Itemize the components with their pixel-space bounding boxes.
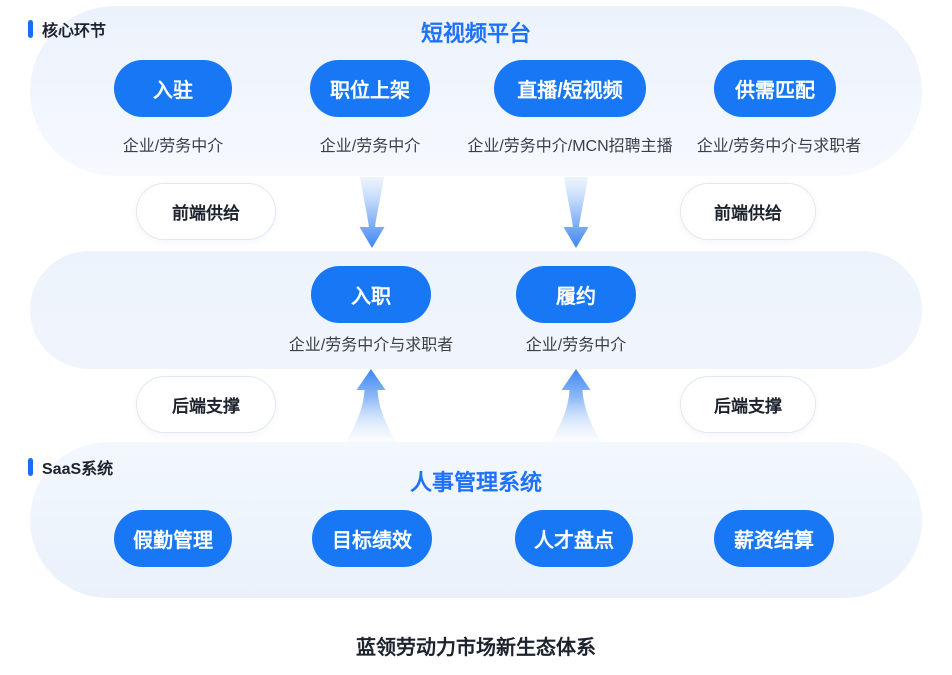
- pill-backend-support-right: 后端支撑: [680, 376, 816, 433]
- section-title-short-video-platform: 短视频平台: [420, 21, 531, 46]
- pill-frontend-supply-right: 前端供给: [680, 183, 816, 240]
- tag-bar-icon: [28, 20, 33, 38]
- pill-payroll-settlement: 薪资结算: [714, 510, 834, 567]
- down-arrow-icon: [563, 177, 589, 248]
- section-tag-saas-label: SaaS系统: [42, 461, 114, 478]
- up-arrow-icon: [550, 369, 602, 443]
- section-tag-core: 核心环节: [28, 17, 106, 41]
- pill-entry: 入驻: [114, 60, 232, 117]
- pill-supply-demand-match: 供需匹配: [714, 60, 836, 117]
- sub-label-live-short-video: 企业/劳务中介/MCN招聘主播: [467, 138, 673, 155]
- section-tag-saas: SaaS系统: [28, 455, 113, 479]
- pill-job-listing: 职位上架: [310, 60, 430, 117]
- section-tag-core-label: 核心环节: [42, 23, 107, 40]
- pill-onboarding: 入职: [311, 266, 431, 323]
- pill-fulfillment: 履约: [516, 266, 636, 323]
- down-arrow-icon: [359, 177, 385, 248]
- section-title-hr-system: 人事管理系统: [409, 470, 542, 495]
- pill-attendance-management: 假勤管理: [114, 510, 232, 567]
- pill-live-short-video: 直播/短视频: [494, 60, 646, 117]
- tag-bar-icon: [28, 458, 33, 476]
- sub-label-job-listing: 企业/劳务中介: [319, 138, 421, 155]
- pill-target-performance: 目标绩效: [312, 510, 432, 567]
- sub-label-supply-demand-match: 企业/劳务中介与求职者: [696, 138, 862, 155]
- pill-frontend-supply-left: 前端供给: [136, 183, 276, 240]
- sub-label-entry: 企业/劳务中介: [122, 138, 224, 155]
- pill-talent-review: 人才盘点: [515, 510, 633, 567]
- pill-backend-support-left: 后端支撑: [136, 376, 276, 433]
- diagram-caption: 蓝领劳动力市场新生态体系: [356, 637, 596, 659]
- sub-label-fulfillment: 企业/劳务中介: [525, 337, 627, 354]
- sub-label-onboarding: 企业/劳务中介与求职者: [288, 337, 454, 354]
- up-arrow-icon: [345, 369, 397, 443]
- panel-middle-band: [30, 251, 922, 369]
